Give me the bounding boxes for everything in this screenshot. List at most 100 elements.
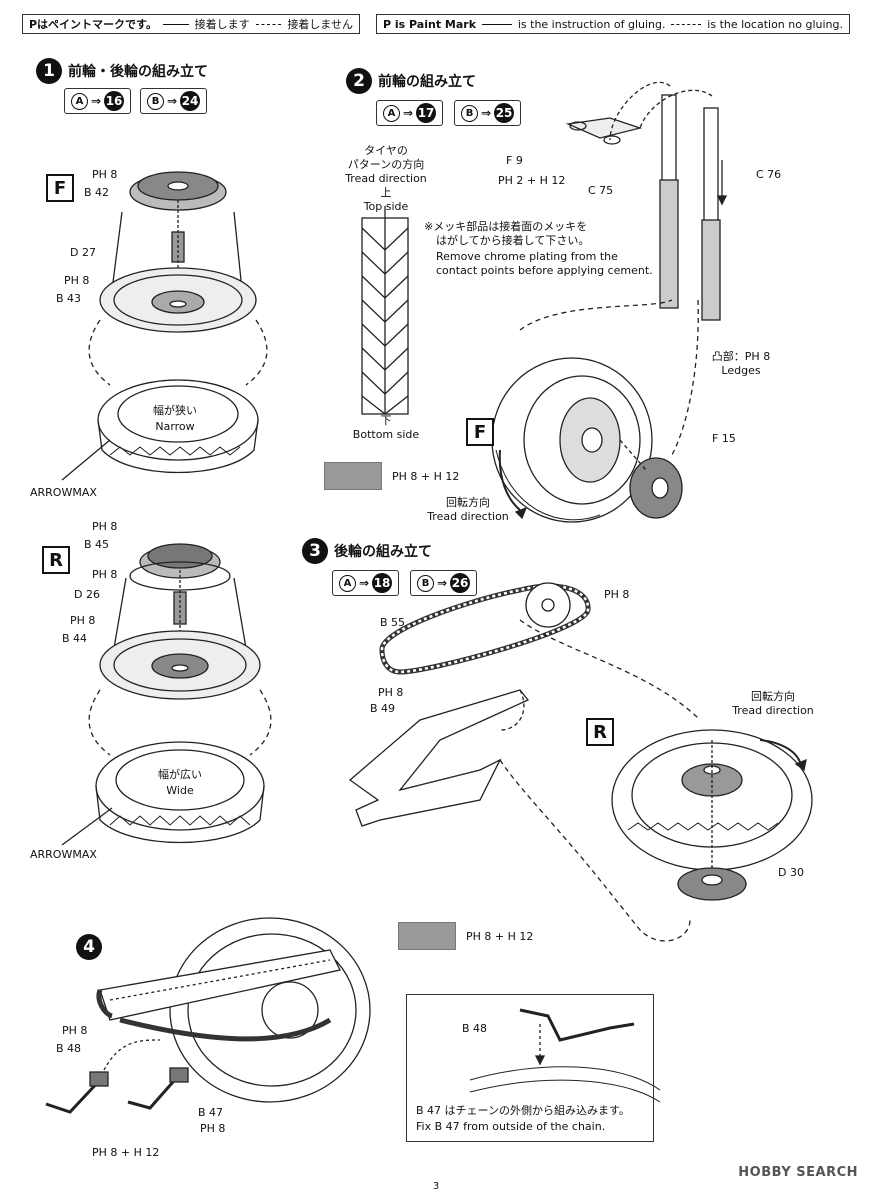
rear-assy-d30: D 30 bbox=[778, 866, 804, 879]
step4-b48: B 48 bbox=[56, 1042, 82, 1055]
step3-ref-a: A⇒18 bbox=[332, 570, 400, 596]
front-part-b43: B 43 bbox=[56, 292, 82, 305]
chrome-note-jp2: はがしてから接着して下さい。 bbox=[436, 234, 590, 247]
rear-assy-box: R bbox=[586, 718, 614, 746]
rear-paint-top: PH 8 bbox=[92, 520, 118, 533]
fork-ledges-en: Ledges bbox=[721, 364, 761, 377]
step2-number: 2 bbox=[346, 68, 372, 94]
fork-rotation-jp: 回転方向 bbox=[446, 496, 490, 509]
swatch-2-label: PH 8 + H 12 bbox=[466, 930, 534, 943]
rear-assy-b49-paint: PH 8 bbox=[378, 686, 404, 699]
glue-legend: 接着します bbox=[194, 18, 250, 31]
no-glue-line-icon-en bbox=[671, 23, 702, 25]
step1-header: 1 前輪・後輪の組み立て bbox=[36, 58, 208, 84]
front-part-b42: B 42 bbox=[84, 186, 110, 199]
step3-title: 後輪の組み立て bbox=[334, 544, 432, 560]
rear-assy-b55: B 55 bbox=[380, 616, 406, 629]
step1-title: 前輪・後輪の組み立て bbox=[68, 64, 208, 80]
tread-top-en: Top side bbox=[363, 200, 409, 213]
rear-box: R bbox=[42, 546, 70, 574]
fork-f9: F 9 bbox=[506, 154, 523, 167]
step2-ref-a: A⇒17 bbox=[376, 100, 444, 126]
swatch-1-label: PH 8 + H 12 bbox=[392, 470, 460, 483]
no-glue-line-icon bbox=[255, 23, 282, 25]
color-swatch-2 bbox=[398, 922, 456, 950]
rear-assy-b49: B 49 bbox=[370, 702, 396, 715]
step3-number: 3 bbox=[302, 538, 328, 564]
rear-tire-en: Wide bbox=[166, 784, 194, 797]
rear-brand: ARROWMAX bbox=[30, 848, 97, 861]
step2-title: 前輪の組み立て bbox=[378, 74, 476, 90]
step3-ref-b: B⇒26 bbox=[410, 570, 478, 596]
tread-pattern-strip bbox=[361, 206, 409, 415]
fork-rotation-en: Tread direction bbox=[427, 510, 509, 523]
glue-legend-en: is the instruction of gluing. bbox=[517, 17, 666, 31]
fork-f9-paint: PH 2 + H 12 bbox=[498, 174, 566, 187]
tread-top-jp: 上 bbox=[380, 186, 392, 199]
chrome-note-en1: Remove chrome plating from the bbox=[436, 250, 618, 263]
chrome-note-jp1: ※メッキ部品は接着面のメッキを bbox=[424, 220, 588, 233]
step4-number: 4 bbox=[76, 934, 102, 960]
front-brand: ARROWMAX bbox=[30, 486, 97, 499]
tread-en: Tread direction bbox=[345, 172, 427, 185]
rear-assy-rotation-jp: 回転方向 bbox=[751, 690, 795, 703]
step4-bottom-paint: PH 8 + H 12 bbox=[92, 1146, 160, 1159]
rear-paint-mid: PH 8 bbox=[92, 568, 118, 581]
paint-mark-legend: Pはペイントマークです。 bbox=[29, 18, 157, 31]
rear-hub-d26: D 26 bbox=[74, 588, 100, 601]
step3-header: 3 後輪の組み立て bbox=[302, 538, 432, 564]
front-tire-en: Narrow bbox=[155, 420, 195, 433]
tread-jp2: パターンの方向 bbox=[347, 158, 425, 171]
rear-part-b44: B 44 bbox=[62, 632, 88, 645]
step4-drawing bbox=[45, 917, 371, 1114]
rear-assy-rotation-en: Tread direction bbox=[732, 704, 814, 717]
step4-b48-paint: PH 8 bbox=[62, 1024, 88, 1037]
fork-c76: C 76 bbox=[756, 168, 782, 181]
no-glue-legend: 接着しません bbox=[287, 18, 353, 31]
step2-ref-b: B⇒25 bbox=[454, 100, 522, 126]
rear-wheel-exploded-drawing bbox=[61, 543, 272, 846]
front-paint-top: PH 8 bbox=[92, 168, 118, 181]
rear-tire-jp: 幅が広い bbox=[158, 768, 202, 781]
step1-ref-a: A⇒16 bbox=[64, 88, 132, 114]
front-fork-drawing bbox=[491, 81, 728, 523]
glue-line-icon bbox=[162, 23, 189, 25]
no-glue-legend-en: is the location no gluing. bbox=[707, 17, 843, 31]
rear-part-b45: B 45 bbox=[84, 538, 110, 551]
step4-b47-paint: PH 8 bbox=[200, 1122, 226, 1135]
tread-bottom-en: Bottom side bbox=[352, 428, 420, 441]
glue-line-icon-en bbox=[482, 23, 512, 25]
inset-b48: B 48 bbox=[462, 1022, 488, 1035]
fork-f15: F 15 bbox=[712, 432, 736, 445]
color-swatch-1 bbox=[324, 462, 382, 490]
inset-box bbox=[406, 994, 654, 1142]
watermark: HOBBY SEARCH bbox=[738, 1165, 858, 1180]
inset-note-jp: B 47 はチェーンの外側から組み込みます。 bbox=[416, 1104, 630, 1117]
front-hub-d27: D 27 bbox=[70, 246, 96, 259]
chrome-note-en2: contact points before applying cement. bbox=[436, 264, 653, 277]
step4-header: 4 bbox=[76, 934, 102, 960]
tread-jp1: タイヤの bbox=[364, 144, 408, 157]
front-paint-bottom: PH 8 bbox=[64, 274, 90, 287]
fork-c75: C 75 bbox=[588, 184, 614, 197]
rear-assy-sprocket-paint: PH 8 bbox=[604, 588, 630, 601]
legend-english: P is Paint Mark is the instruction of gl… bbox=[376, 14, 850, 34]
inset-detail-drawing bbox=[469, 1008, 661, 1103]
inset-note-en: Fix B 47 from outside of the chain. bbox=[416, 1120, 606, 1133]
front-box: F bbox=[46, 174, 74, 202]
rear-paint-bottom: PH 8 bbox=[70, 614, 96, 627]
fork-ledges-jp: 凸部：PH 8 bbox=[711, 350, 771, 363]
step4-b47: B 47 bbox=[198, 1106, 224, 1119]
front-wheel-exploded-drawing bbox=[61, 171, 268, 481]
paint-mark-legend-en: P is Paint Mark bbox=[383, 17, 477, 31]
fork-front-box: F bbox=[466, 418, 494, 446]
page-number: 3 bbox=[432, 1181, 440, 1192]
tread-bottom-jp: 下 bbox=[380, 414, 392, 427]
step2-header: 2 前輪の組み立て bbox=[346, 68, 476, 94]
step1-number: 1 bbox=[36, 58, 62, 84]
front-tire-jp: 幅が狭い bbox=[153, 404, 197, 417]
step1-ref-b: B⇒24 bbox=[140, 88, 208, 114]
legend-japanese: Pはペイントマークです。 接着します 接着しません bbox=[22, 14, 360, 34]
rear-assembly-drawing bbox=[348, 582, 813, 942]
